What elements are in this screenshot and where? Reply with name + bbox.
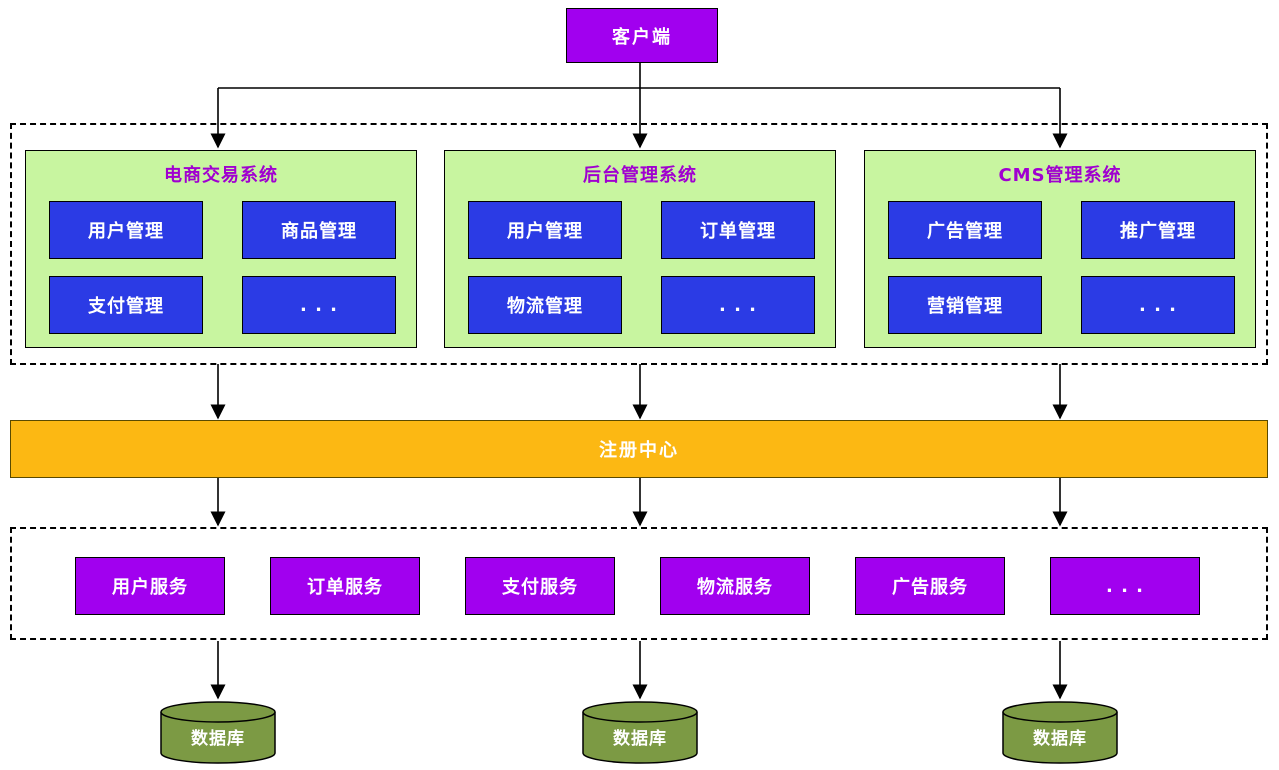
module-node: 用户管理 [468, 201, 622, 259]
panel-cms-system: CMS管理系统 广告管理 推广管理 营销管理 . . . [864, 150, 1256, 348]
module-node-ellipsis: . . . [242, 276, 396, 334]
database-label: 数据库 [1033, 728, 1087, 749]
module-node: 营销管理 [888, 276, 1042, 334]
database-cylinder: 数据库 [1001, 700, 1119, 766]
registry-label: 注册中心 [599, 440, 679, 461]
database-label: 数据库 [613, 728, 667, 749]
database-cylinder: 数据库 [159, 700, 277, 766]
registry-center-node: 注册中心 [10, 420, 1268, 478]
module-node-ellipsis: . . . [1081, 276, 1235, 334]
panel-backoffice-system: 后台管理系统 用户管理 订单管理 物流管理 . . . [444, 150, 836, 348]
service-node: 订单服务 [270, 557, 420, 615]
module-node: 广告管理 [888, 201, 1042, 259]
module-node: 物流管理 [468, 276, 622, 334]
module-node: 订单管理 [661, 201, 815, 259]
services-layer-boundary [10, 527, 1268, 640]
module-node: 推广管理 [1081, 201, 1235, 259]
service-node-ellipsis: . . . [1050, 557, 1200, 615]
database-label: 数据库 [191, 728, 245, 749]
module-node: 商品管理 [242, 201, 396, 259]
module-node: 用户管理 [49, 201, 203, 259]
systems-layer-boundary [10, 123, 1268, 365]
service-node: 广告服务 [855, 557, 1005, 615]
module-node: 支付管理 [49, 276, 203, 334]
service-node: 物流服务 [660, 557, 810, 615]
module-node-ellipsis: . . . [661, 276, 815, 334]
panel-title: 电商交易系统 [164, 165, 278, 186]
panel-title: 后台管理系统 [583, 165, 697, 186]
client-label: 客户端 [612, 26, 672, 48]
service-node: 支付服务 [465, 557, 615, 615]
panel-ecommerce-system: 电商交易系统 用户管理 商品管理 支付管理 . . . [25, 150, 417, 348]
panel-title: CMS管理系统 [998, 165, 1122, 186]
client-node: 客户端 [566, 8, 718, 63]
database-cylinder: 数据库 [581, 700, 699, 766]
service-node: 用户服务 [75, 557, 225, 615]
